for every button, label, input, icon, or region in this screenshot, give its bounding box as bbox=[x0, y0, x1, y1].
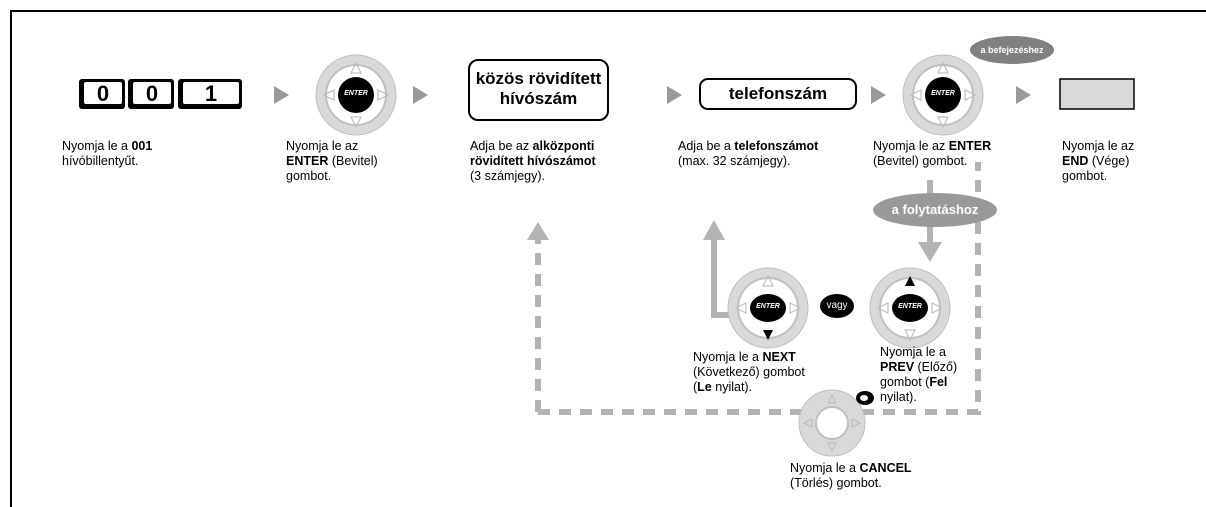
common-speed-dial-label-line2: hívószám bbox=[499, 89, 578, 108]
prev-navpad bbox=[869, 267, 951, 349]
enter-button-label-next: ENTER bbox=[756, 303, 780, 310]
step-press-prev-line4: nyilat). bbox=[880, 390, 917, 404]
enter-navpad-2 bbox=[902, 54, 984, 136]
step-press-enter-1-line3: gombot. bbox=[286, 169, 332, 183]
loop-up-arrow-head bbox=[527, 222, 549, 240]
key-digit-0-first: 0 bbox=[96, 81, 110, 106]
step-press-enter-1-text: Nyomja le az bbox=[286, 139, 359, 153]
step-press-next: Nyomja le a NEXT (Következő) gombot (Le … bbox=[693, 350, 873, 395]
key-digit-0-second: 0 bbox=[145, 81, 159, 106]
or-bubble bbox=[820, 294, 854, 318]
step-press-end: Nyomja le az END (Vége) gombot. bbox=[1062, 139, 1192, 184]
end-key bbox=[1059, 78, 1135, 110]
step-press-prev-paren: (Előző) bbox=[914, 360, 958, 374]
step-press-enter-1-paren: (Bevitel) bbox=[328, 154, 378, 168]
step-press-cancel-line2: (Törlés) gombot. bbox=[790, 476, 882, 490]
step-enter-speed-dial-bold1: alközponti bbox=[532, 139, 595, 153]
continue-bubble bbox=[873, 193, 997, 227]
phone-number-label: telefonszám bbox=[728, 84, 828, 103]
return-loop-dashed bbox=[527, 162, 981, 415]
step-enter-speed-dial-text: Adja be az bbox=[470, 139, 533, 153]
key-digit-1: 1 bbox=[204, 81, 218, 106]
step-press-enter-2: Nyomja le az ENTER (Bevitel) gombot. bbox=[873, 139, 1023, 169]
continue-bubble-label: a folytatáshoz bbox=[891, 202, 979, 217]
enter-button-label-2: ENTER bbox=[931, 90, 955, 97]
step-enter-speed-dial: Adja be az alközponti rövidített hívószá… bbox=[470, 139, 660, 184]
step-press-next-text: Nyomja le a bbox=[693, 350, 763, 364]
step-press-next-dir: Le bbox=[697, 380, 712, 394]
key-0-second bbox=[128, 79, 174, 109]
step-press-prev-text: Nyomja le a bbox=[880, 345, 946, 359]
key-0-first bbox=[79, 79, 125, 109]
step-press-cancel-key: CANCEL bbox=[859, 461, 912, 475]
step-press-enter-2-text: Nyomja le az bbox=[873, 139, 949, 153]
next-navpad bbox=[727, 267, 809, 349]
step-press-prev-dir: Fel bbox=[929, 375, 948, 389]
step-press-prev: Nyomja le a PREV (Előző) gombot (Fel nyi… bbox=[880, 345, 980, 405]
common-speed-dial-label: közös rövidített hívószám bbox=[469, 69, 608, 109]
press-finger-icon bbox=[856, 391, 874, 405]
key-1 bbox=[178, 79, 242, 109]
step-press-next-line2: (Következő) gombot bbox=[693, 365, 805, 379]
step-press-next-key: NEXT bbox=[762, 350, 796, 364]
step-enter-phone-bold: telefonszámot bbox=[734, 139, 819, 153]
step-press-next-close: nyilat). bbox=[711, 380, 753, 394]
step-press-next-open: ( bbox=[693, 380, 698, 394]
flow-arrow-5 bbox=[1016, 86, 1031, 104]
step-press-enter-1: Nyomja le az ENTER (Bevitel) gombot. bbox=[286, 139, 426, 184]
step-enter-speed-dial-line3: (3 számjegy). bbox=[470, 169, 546, 183]
step-press-enter-2-key: ENTER bbox=[948, 139, 992, 153]
step-press-cancel: Nyomja le a CANCEL (Törlés) gombot. bbox=[790, 461, 990, 491]
diagram-frame bbox=[10, 10, 1206, 507]
flow-arrow-1 bbox=[274, 86, 289, 104]
step-press-end-key: END bbox=[1062, 154, 1089, 168]
phone-number-box bbox=[699, 78, 857, 110]
or-bubble-label: vagy bbox=[826, 300, 848, 311]
flow-arrow-4 bbox=[871, 86, 886, 104]
common-speed-dial-label-line1: közös rövidített bbox=[475, 69, 602, 88]
step-press-prev-key: PREV bbox=[880, 360, 915, 374]
step-press-end-line3: gombot. bbox=[1062, 169, 1108, 183]
step-enter-phone-text: Adja be a bbox=[678, 139, 735, 153]
step-press-001-line2: hívóbillentyűt. bbox=[62, 154, 139, 168]
step-enter-phone: Adja be a telefonszámot (max. 32 számjeg… bbox=[678, 139, 868, 169]
step-press-001: Nyomja le a 001 hívóbillentyűt. bbox=[62, 139, 242, 169]
step-press-001-text: Nyomja le a bbox=[62, 139, 132, 153]
flow-arrow-2 bbox=[413, 86, 428, 104]
step-press-enter-2-line2: (Bevitel) gombot. bbox=[873, 154, 968, 168]
flow-arrow-3 bbox=[667, 86, 682, 104]
step-press-001-key: 001 bbox=[131, 139, 153, 153]
step-press-cancel-text: Nyomja le a bbox=[790, 461, 860, 475]
step-enter-phone-line2: (max. 32 számjegy). bbox=[678, 154, 791, 168]
step-press-end-paren: (Vége) bbox=[1088, 154, 1130, 168]
enter-button-label-1: ENTER bbox=[344, 90, 368, 97]
step-press-end-text: Nyomja le az bbox=[1062, 139, 1135, 153]
cancel-navpad bbox=[798, 389, 866, 457]
step-enter-speed-dial-bold2: rövidített hívószámot bbox=[470, 154, 596, 168]
step-press-prev-line3: gombot ( bbox=[880, 375, 930, 389]
common-speed-dial-box bbox=[468, 59, 609, 121]
step-press-enter-1-key: ENTER bbox=[286, 154, 329, 168]
enter-button-label-prev: ENTER bbox=[898, 303, 922, 310]
finish-bubble-label: a befejezéshez bbox=[980, 45, 1044, 55]
finish-bubble bbox=[970, 36, 1054, 64]
enter-navpad-1 bbox=[315, 54, 397, 136]
